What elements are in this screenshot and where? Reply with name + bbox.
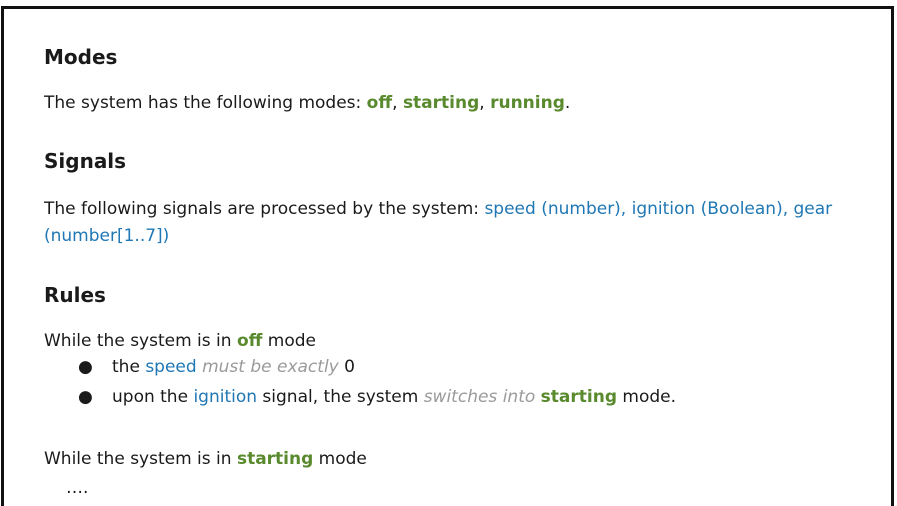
heading-modes: Modes bbox=[44, 45, 118, 69]
rule1-prefix: While the system is in bbox=[44, 331, 237, 351]
document-frame: Modes The system has the following modes… bbox=[1, 6, 894, 506]
rule2-mode: starting bbox=[236, 449, 314, 469]
heading-signals: Signals bbox=[44, 149, 127, 173]
modes-sep2: , bbox=[479, 93, 491, 113]
bullet-dot: ● bbox=[78, 357, 93, 377]
bullet-dot: ● bbox=[78, 387, 93, 407]
bullet1-signal: speed bbox=[145, 357, 197, 377]
rule1-bullet-list: ● the speed must be exactly 0 ● upon the… bbox=[72, 354, 676, 414]
rule1-suffix: mode bbox=[262, 331, 317, 351]
modes-paragraph: The system has the following modes: off,… bbox=[44, 90, 570, 116]
bullet2-mode: starting bbox=[540, 387, 617, 407]
rule2-line: While the system is in starting mode bbox=[44, 446, 367, 472]
rule2-prefix: While the system is in bbox=[44, 449, 237, 469]
bullet1-keyword: must be exactly bbox=[202, 357, 339, 377]
rule1-bullet-speed: ● the speed must be exactly 0 bbox=[72, 354, 676, 384]
rule1-mode: off bbox=[236, 331, 263, 351]
signals-paragraph-line2: (number[1..7]) bbox=[44, 223, 169, 249]
bullet2-signal: ignition bbox=[193, 387, 258, 407]
mode-off: off bbox=[366, 93, 393, 113]
signals-intro: The following signals are processed by t… bbox=[44, 199, 485, 219]
modes-intro: The system has the following modes: bbox=[44, 93, 367, 113]
signals-list-line2: (number[1..7]) bbox=[44, 226, 170, 246]
mode-running: running bbox=[490, 93, 565, 113]
bullet1-text1: the bbox=[112, 357, 146, 377]
heading-rules: Rules bbox=[44, 283, 106, 307]
bullet1-text3: 0 bbox=[338, 357, 355, 377]
modes-end: . bbox=[564, 93, 571, 113]
bullet2-text4: mode. bbox=[617, 387, 677, 407]
bullet2-keyword: switches into bbox=[423, 387, 536, 407]
bullet2-text2: signal, the system bbox=[257, 387, 424, 407]
signals-paragraph-line1: The following signals are processed by t… bbox=[44, 196, 832, 222]
modes-sep1: , bbox=[392, 93, 403, 113]
mode-starting: starting bbox=[402, 93, 480, 113]
rule1-line: While the system is in off mode bbox=[44, 328, 316, 354]
bullet2-text1: upon the bbox=[112, 387, 194, 407]
ellipsis: …. bbox=[66, 478, 89, 498]
rule2-suffix: mode bbox=[313, 449, 367, 469]
rule1-bullet-ignition: ● upon the ignition signal, the system s… bbox=[72, 384, 676, 414]
signals-list-line1: speed (number), ignition (Boolean), gear bbox=[484, 199, 833, 219]
